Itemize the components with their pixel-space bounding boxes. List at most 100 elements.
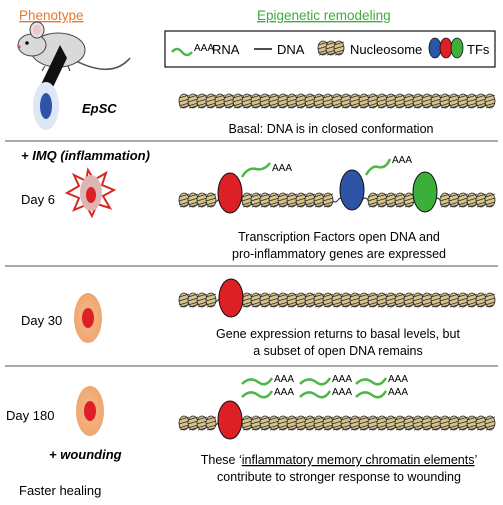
epsc-cell <box>33 82 59 130</box>
nucleosome <box>385 192 397 208</box>
nucleosome <box>241 292 253 308</box>
nucleosome <box>376 192 388 208</box>
nucleosome <box>286 415 298 431</box>
phenotype-header: Phenotype <box>19 8 84 23</box>
nucleosome <box>250 292 262 308</box>
nucleosome <box>367 292 379 308</box>
tf-blue <box>339 169 365 211</box>
inflamed-cell <box>64 167 117 219</box>
nucleosome <box>241 93 253 109</box>
nucleosome <box>448 93 460 109</box>
nucleosome <box>259 415 271 431</box>
svg-text:DNA: DNA <box>277 42 305 57</box>
nucleosome <box>448 415 460 431</box>
nucleosome <box>205 415 217 431</box>
nucleosome <box>376 292 388 308</box>
nucleosome <box>358 93 370 109</box>
nucleosome <box>385 93 397 109</box>
nucleosome <box>349 292 361 308</box>
nucleosome <box>304 292 316 308</box>
nucleosome <box>358 415 370 431</box>
rna-transcript <box>299 390 332 399</box>
svg-text:AAA: AAA <box>392 155 412 166</box>
nucleosome <box>466 415 478 431</box>
rna-transcript <box>241 390 274 399</box>
nucleosome <box>331 415 343 431</box>
nucleosome <box>340 415 352 431</box>
nucleosome <box>421 292 433 308</box>
nucleosome <box>421 415 433 431</box>
rna-transcript <box>355 390 388 399</box>
nucleosome <box>178 415 190 431</box>
nucleosome <box>187 292 199 308</box>
nucleosome <box>466 93 478 109</box>
nucleosome <box>430 415 442 431</box>
nucleosome <box>268 292 280 308</box>
nucleosome <box>322 415 334 431</box>
nucleosome <box>205 192 217 208</box>
nucleosome <box>376 415 388 431</box>
rna-tail-label: AAA <box>274 374 294 385</box>
nucleosome <box>421 93 433 109</box>
nucleosome <box>358 292 370 308</box>
nucleosome <box>376 93 388 109</box>
nucleosome <box>412 93 424 109</box>
nucleosome <box>313 192 325 208</box>
rna-tail-label: AAA <box>332 374 352 385</box>
nucleosome <box>394 192 406 208</box>
nucleosome <box>367 192 379 208</box>
nucleosome <box>349 93 361 109</box>
rna-transcripts-day6: AAA AAA <box>240 155 412 178</box>
nucleosome <box>178 93 190 109</box>
mouse-icon <box>17 21 131 72</box>
nucleosome <box>178 292 190 308</box>
nucleosome <box>430 93 442 109</box>
nucleosome <box>457 192 469 208</box>
nucleosome <box>250 192 262 208</box>
faster-healing-label: Faster healing <box>19 483 101 498</box>
nucleosome <box>205 93 217 109</box>
nucleosome <box>475 292 487 308</box>
nucleosome <box>394 415 406 431</box>
nucleosome <box>178 192 190 208</box>
nucleosome <box>187 192 199 208</box>
nucleosome <box>484 192 496 208</box>
nucleosome <box>322 192 334 208</box>
nucleosome <box>232 93 244 109</box>
day30-cell <box>74 293 102 343</box>
nucleosome <box>295 415 307 431</box>
transcription-factors <box>217 169 438 214</box>
nucleosome <box>331 292 343 308</box>
epsc-label: EpSC <box>82 101 117 116</box>
nucleosome <box>313 292 325 308</box>
nucleosome <box>196 93 208 109</box>
svg-text:Nucleosome: Nucleosome <box>350 42 422 57</box>
nucleosome <box>385 415 397 431</box>
nucleosome <box>223 93 235 109</box>
epigenetic-header: Epigenetic remodeling <box>257 8 391 23</box>
nucleosome <box>313 415 325 431</box>
nucleosome <box>403 292 415 308</box>
row4-caption-line1: These ‘inflammatory memory chromatin ele… <box>201 453 478 467</box>
nucleosome <box>187 93 199 109</box>
nucleosome <box>394 93 406 109</box>
nucleosome <box>250 93 262 109</box>
nucleosome <box>241 192 253 208</box>
nucleosome <box>259 93 271 109</box>
tf-red-memory <box>217 400 243 440</box>
rna-tail-label: AAA <box>332 387 352 398</box>
nucleosome <box>331 93 343 109</box>
day6-label: Day 6 <box>21 192 55 207</box>
nucleosome <box>295 192 307 208</box>
tf-red <box>217 172 243 214</box>
nucleosome <box>250 415 262 431</box>
nucleosome <box>196 415 208 431</box>
nucleosome <box>340 292 352 308</box>
nucleosome <box>367 93 379 109</box>
nucleosome <box>448 192 460 208</box>
nucleosome <box>241 415 253 431</box>
day30-label: Day 30 <box>21 313 62 328</box>
tfs-legend-icon <box>428 37 464 59</box>
nucleosome <box>403 93 415 109</box>
